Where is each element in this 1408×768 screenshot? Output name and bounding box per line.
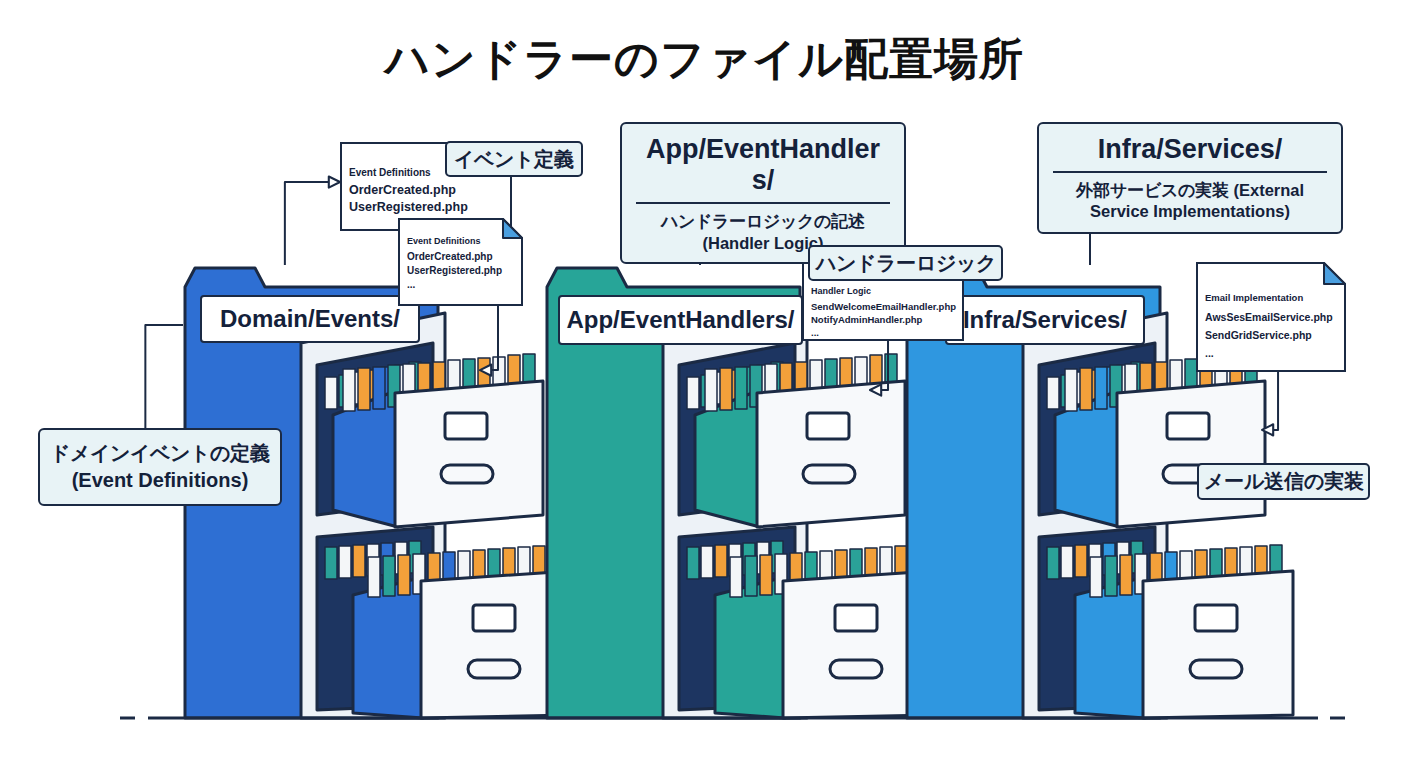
document-page xyxy=(1197,263,1345,371)
doc-heading: Handler Logic xyxy=(811,285,958,297)
header-body: 外部サービスの実装 (External Service Implementati… xyxy=(1047,173,1333,223)
document-card: Email ImplementationAwsSesEmailService.p… xyxy=(1196,262,1346,372)
document-card: Event DefinitionsOrderCreated.phpUserReg… xyxy=(398,218,523,306)
cabinet-label: Domain/Events/ xyxy=(200,295,420,343)
section-header-box: Infra/Services/外部サービスの実装 (External Servi… xyxy=(1037,122,1343,234)
tag-text: イベント定義 xyxy=(454,146,574,173)
file-name: OrderCreated.php xyxy=(407,250,519,264)
section-header-box: App/EventHandlers/ハンドラーロジックの記述 (Handler … xyxy=(620,122,906,264)
tag-text: ハンドラーロジック xyxy=(816,250,996,277)
connector-line xyxy=(1262,372,1278,430)
callout-box: ドメインイベントの定義 (Event Definitions) xyxy=(38,428,282,506)
doc-heading: Event Definitions xyxy=(407,235,519,247)
file-name: AwsSesEmailService.php xyxy=(1205,308,1342,326)
connector-line xyxy=(870,341,888,390)
file-name: UserRegistered.php xyxy=(349,199,506,216)
connector-line xyxy=(699,264,701,265)
folded-corner xyxy=(1324,263,1345,284)
doc-heading: Email Implementation xyxy=(1205,292,1342,305)
file-name: SendWelcomeEmailHandler.php xyxy=(811,300,958,313)
file-name: UserRegistered.php xyxy=(407,264,519,278)
tag-label: イベント定義 xyxy=(445,141,583,177)
file-name: ... xyxy=(407,278,519,292)
header-title: Infra/Services/ xyxy=(1053,130,1327,173)
connector-line xyxy=(285,182,340,265)
folded-corner xyxy=(503,219,522,238)
header-title: App/EventHandlers/ xyxy=(636,130,890,204)
tag-text: メール送信の実装 xyxy=(1204,468,1364,495)
connector-line xyxy=(145,325,183,428)
file-name: SendGridService.php xyxy=(1205,326,1342,344)
diagram-title: ハンドラーのファイル配置場所 xyxy=(0,30,1408,89)
connector-line xyxy=(1089,234,1091,265)
file-name: NotifyAdminHandler.php xyxy=(811,313,958,326)
connector-line xyxy=(480,306,498,370)
document-page xyxy=(399,219,522,305)
tag-label: ハンドラーロジック xyxy=(808,245,1003,281)
file-name: ... xyxy=(811,326,958,339)
cabinet-label: Infra/Services/ xyxy=(945,295,1145,345)
file-name: OrderCreated.php xyxy=(349,182,506,199)
ground-line xyxy=(120,717,1345,720)
cabinet-label: App/EventHandlers/ xyxy=(558,295,803,345)
callout-text: ドメインイベントの定義 (Event Definitions) xyxy=(50,440,270,494)
file-name: ... xyxy=(1205,344,1342,362)
tag-label: メール送信の実装 xyxy=(1197,463,1370,500)
